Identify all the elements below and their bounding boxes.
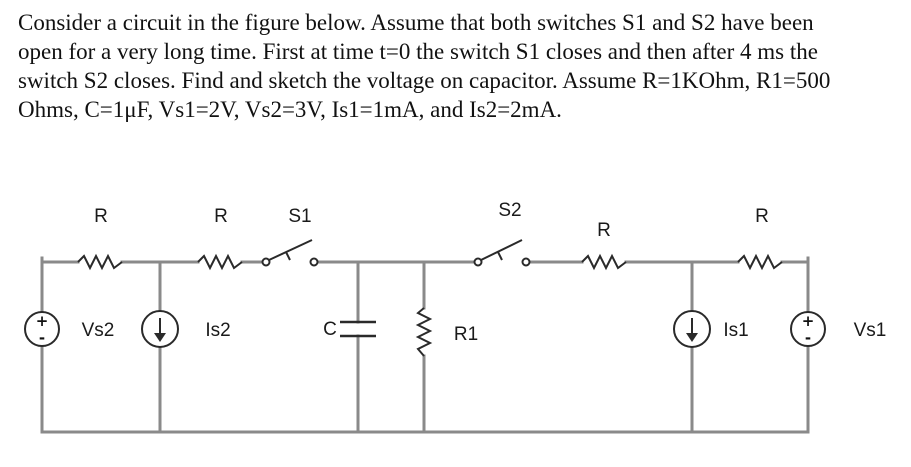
switch-s1-tick [285,251,291,261]
vs2-minus-sign: - [39,329,45,347]
resistor-right-1-label: R [597,220,611,241]
wire-top-right-c [780,256,810,264]
resistor-right-1: R [581,220,627,271]
resistor-left-1-label: R [94,206,108,227]
resistor-left-1: R [77,206,123,271]
resistor-r1-label: R1 [454,324,478,345]
vs1-plus-sign: + [802,312,815,330]
resistor-left-2: R [197,206,243,271]
vs1-label: Vs1 [854,320,887,341]
resistor-r1: R1 [415,307,478,357]
switch-s1-contact-right [309,257,319,267]
problem-line-2: open for a very long time. First at time… [18,39,818,64]
is2-label: Is2 [205,320,230,341]
switch-s2-contact-left [473,257,483,267]
problem-line-1: Consider a circuit in the figure below. … [18,10,814,35]
switch-s1-blade [268,239,313,261]
circuit-wires [40,256,810,434]
resistor-right-2-label: R [755,206,769,227]
switch-s1-contact-left [261,257,271,267]
switch-s2-tick [497,251,503,261]
switch-s1-label: S1 [288,206,311,227]
vs2-plus-sign: + [36,312,49,330]
vs2-label: Vs2 [82,320,115,341]
problem-statement: Consider a circuit in the figure below. … [18,8,898,124]
is1-arrow-down-icon [686,333,698,342]
switch-s2-blade [480,239,523,261]
capacitor-c: C [323,319,376,340]
resistor-right-2: R [737,206,783,271]
voltage-source-vs2: + - Vs2 [24,311,115,347]
wire-top-left-a [40,256,80,264]
is1-label: Is1 [723,320,748,341]
problem-line-3: switch S2 closes. Find and sketch the vo… [18,68,831,93]
resistor-left-2-label: R [214,206,228,227]
capacitor-label: C [323,319,337,340]
switch-s1: S1 [261,206,319,267]
switch-s2-contact-right [521,257,531,267]
vs1-minus-sign: - [805,329,811,347]
voltage-source-vs1: + - Vs1 [790,311,887,347]
current-source-is1: Is1 [673,310,749,348]
switch-s2-label: S2 [498,200,521,221]
problem-line-4: Ohms, C=1μF, Vs1=2V, Vs2=3V, Is1=1mA, an… [18,97,562,122]
current-source-is2: Is2 [141,310,231,348]
switch-s2: S2 [473,200,531,267]
is2-arrow-down-icon [154,333,166,342]
